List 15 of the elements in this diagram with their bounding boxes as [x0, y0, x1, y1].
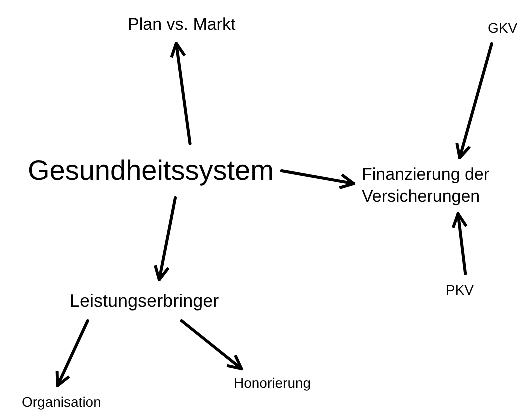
arrow — [56, 320, 90, 388]
node-text: Gesundheitssystem — [28, 150, 274, 192]
node-text: PKV — [446, 280, 474, 300]
arrow — [452, 212, 468, 276]
node-text: Finanzierung der Versicherungen — [362, 164, 528, 208]
arrow — [154, 196, 178, 282]
node-text: Organisation — [22, 392, 102, 412]
arrow — [456, 42, 494, 160]
arrow — [180, 320, 244, 370]
arrow — [280, 170, 356, 190]
arrow — [170, 42, 192, 146]
node-text: GKV — [488, 18, 518, 38]
node-text: Plan vs. Markt — [128, 12, 236, 38]
node-text: Leistungserbringer — [70, 288, 220, 315]
node-text: Honorierung — [234, 373, 312, 393]
